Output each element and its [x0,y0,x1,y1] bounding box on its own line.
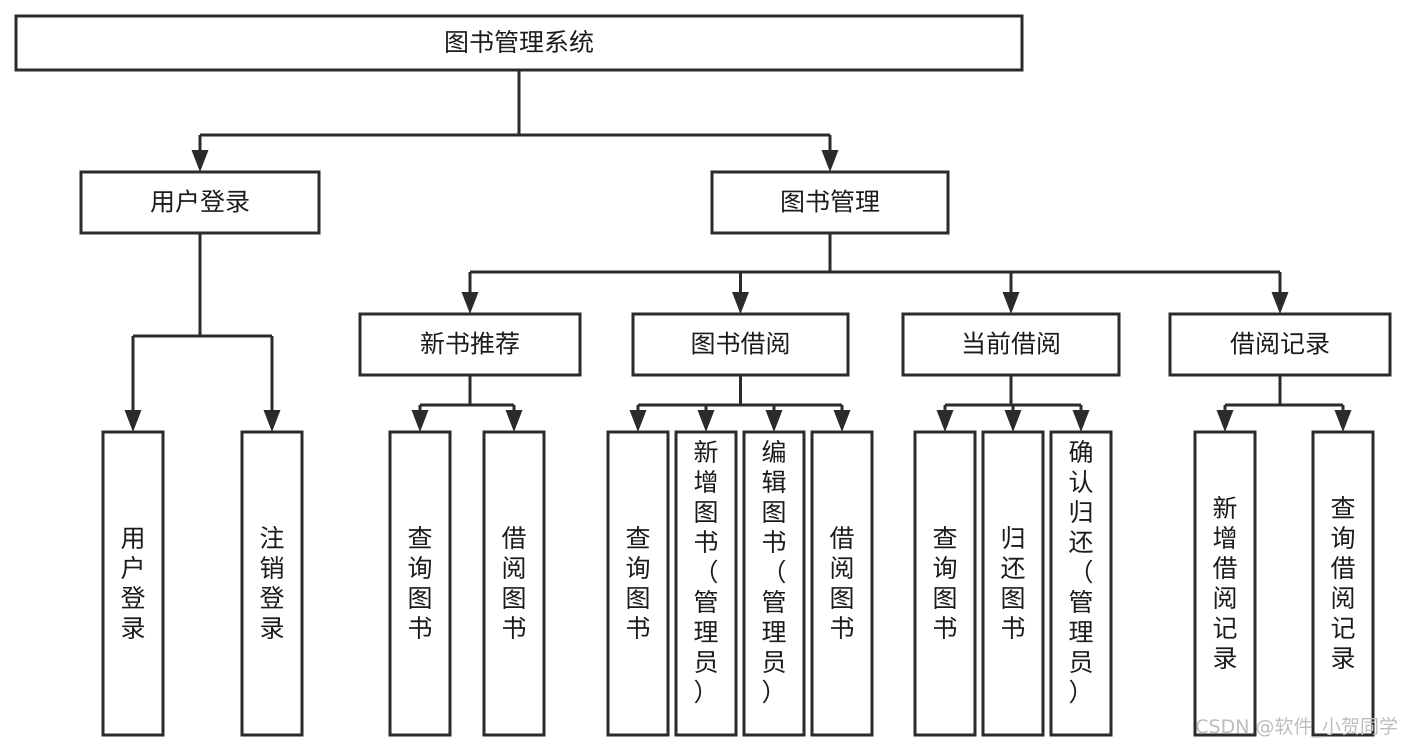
node-label: 编辑图书（管理员） [761,438,786,707]
node-leaf-rec-borrow[interactable]: 借阅图书 [482,430,546,737]
arrow-head-icon [505,410,523,432]
connector-group-book-borrow [629,375,851,432]
node-new-book-rec[interactable]: 新书推荐 [358,312,582,377]
node-label: 确认归还（管理员） [1068,438,1093,707]
node-leaf-rec-query2[interactable]: 查询借阅记录 [1311,430,1375,737]
node-box[interactable] [606,430,670,737]
node-leaf-user-login[interactable]: 用户登录 [101,430,165,737]
arrow-head-icon [936,410,954,432]
node-leaf-cur-return[interactable]: 归还图书 [981,430,1045,737]
node-label: 图书管理 [780,187,880,216]
node-box[interactable] [1311,430,1375,737]
connector-group-new-book-rec [411,375,523,432]
arrow-head-icon [765,410,783,432]
node-label: 新增借阅记录 [1212,494,1237,673]
connector-group-root [191,70,839,172]
node-leaf-borrow-edit[interactable]: 编辑图书（管理员） [742,430,806,737]
node-label: 归还图书 [1000,524,1025,643]
arrow-head-icon [411,410,429,432]
node-borrow-record[interactable]: 借阅记录 [1168,312,1392,377]
node-label: 用户登录 [120,524,145,643]
node-leaf-rec-query[interactable]: 查询图书 [388,430,452,737]
arrow-head-icon [1002,292,1020,314]
arrow-head-icon [833,410,851,432]
arrow-head-icon [732,292,749,314]
connector-group-user-login [124,233,281,432]
node-box[interactable] [482,430,546,737]
arrow-head-icon [1271,292,1289,314]
node-label: 借阅图书 [501,524,526,643]
arrow-head-icon [124,410,142,432]
node-book-manage[interactable]: 图书管理 [710,170,950,235]
node-label: 借阅图书 [829,524,854,643]
node-root[interactable]: 图书管理系统 [14,14,1024,72]
node-leaf-borrow-query[interactable]: 查询图书 [606,430,670,737]
connector-group-book-manage [461,233,1289,314]
arrow-head-icon [1334,410,1352,432]
arrow-head-icon [263,410,281,432]
node-box[interactable] [358,312,582,377]
node-label: 注销登录 [259,524,284,643]
node-label: 图书借阅 [690,329,790,358]
node-box[interactable] [388,430,452,737]
node-label: 图书管理系统 [444,28,594,57]
connector-group-current-borrow [936,375,1090,432]
node-box[interactable] [981,430,1045,737]
node-box[interactable] [710,170,950,235]
csdn-watermark: CSDN @软件_小贺同学 [1195,716,1398,738]
arrow-head-icon [697,410,715,432]
node-user-login[interactable]: 用户登录 [79,170,321,235]
node-label: 查询图书 [625,524,650,643]
node-book-borrow[interactable]: 图书借阅 [631,312,850,377]
arrow-head-icon [191,150,209,172]
node-label: 新书推荐 [420,329,520,358]
node-box[interactable] [14,14,1024,72]
node-layer: 图书管理系统用户登录图书管理新书推荐图书借阅当前借阅借阅记录用户登录注销登录查询… [14,14,1392,737]
node-leaf-user-logout[interactable]: 注销登录 [240,430,304,737]
arrow-head-icon [821,150,839,172]
node-leaf-borrow-lend[interactable]: 借阅图书 [810,430,874,737]
arrow-head-icon [461,292,479,314]
node-label: 新增图书（管理员） [693,438,718,707]
node-box[interactable] [913,430,977,737]
node-box[interactable] [674,430,738,737]
node-box[interactable] [631,312,850,377]
node-label: 查询借阅记录 [1330,494,1355,673]
node-box[interactable] [1168,312,1392,377]
node-label: 查询图书 [407,524,432,643]
node-leaf-borrow-add[interactable]: 新增图书（管理员） [674,430,738,737]
node-label: 查询图书 [932,524,957,643]
node-box[interactable] [101,430,165,737]
node-label: 用户登录 [150,187,250,216]
node-leaf-cur-confirm[interactable]: 确认归还（管理员） [1049,430,1113,737]
node-leaf-rec-add[interactable]: 新增借阅记录 [1193,430,1257,737]
node-label: 借阅记录 [1230,329,1330,358]
node-leaf-cur-query[interactable]: 查询图书 [913,430,977,737]
arrow-head-icon [1004,410,1022,432]
connector-group-borrow-record [1216,375,1352,432]
node-box[interactable] [901,312,1121,377]
arrow-head-icon [629,410,647,432]
node-box[interactable] [1193,430,1257,737]
node-box[interactable] [1049,430,1113,737]
arrow-head-icon [1072,410,1090,432]
node-box[interactable] [742,430,806,737]
arrow-head-icon [1216,410,1234,432]
node-label: 当前借阅 [961,329,1061,358]
node-current-borrow[interactable]: 当前借阅 [901,312,1121,377]
node-box[interactable] [79,170,321,235]
connector-layer [124,70,1352,432]
node-box[interactable] [810,430,874,737]
node-box[interactable] [240,430,304,737]
